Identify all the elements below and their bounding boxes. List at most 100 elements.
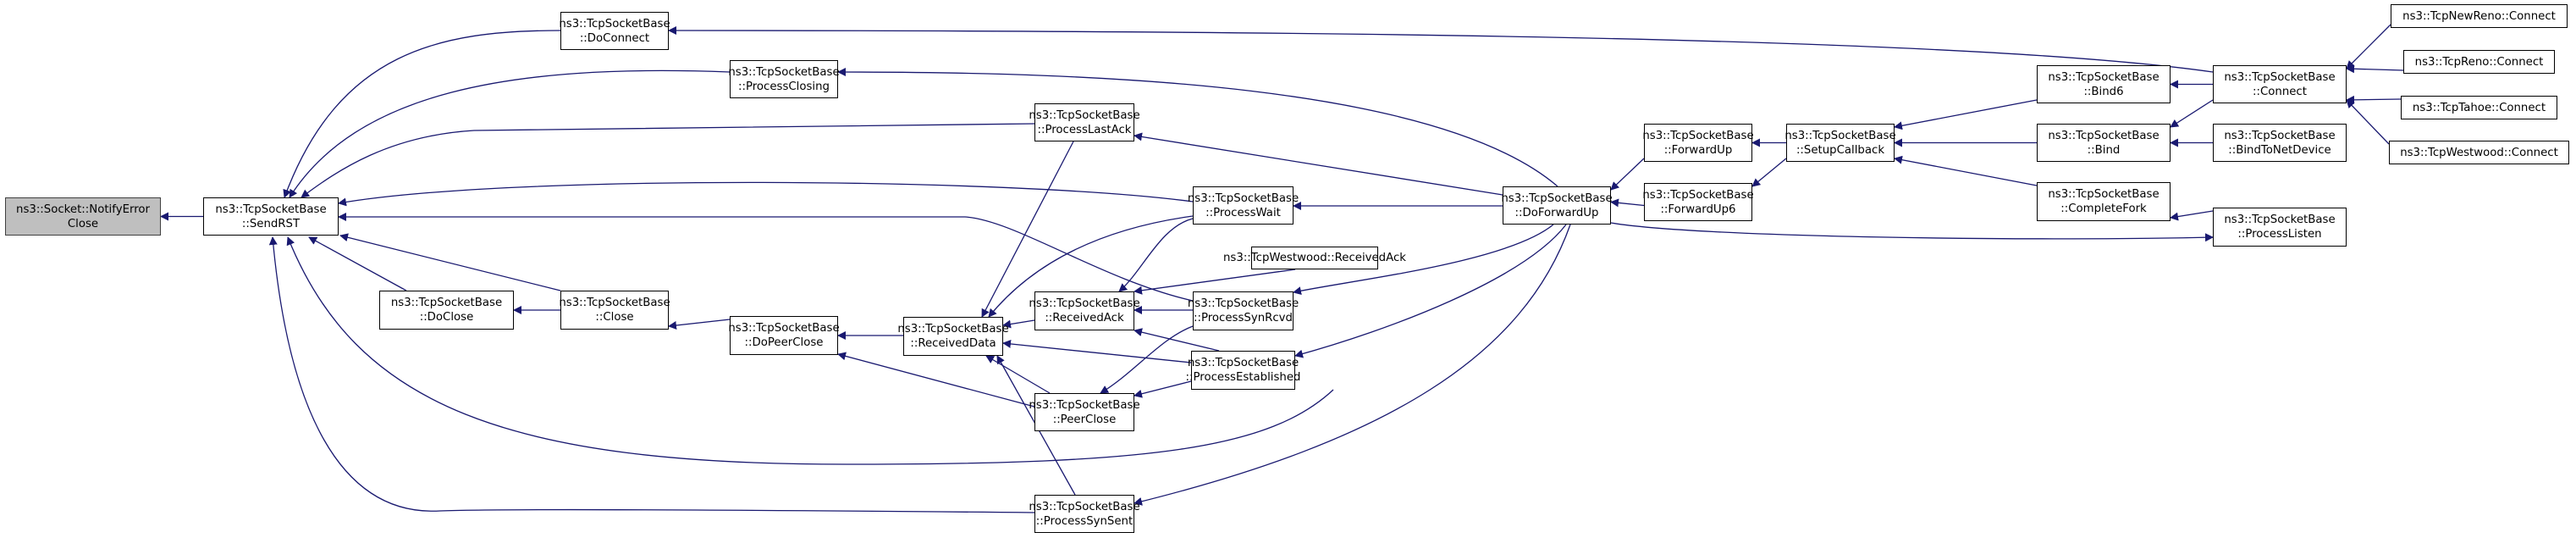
node-label-line: ns3::TcpWestwood::ReceivedAck — [1223, 252, 1406, 264]
graph-node-forward-up6[interactable]: ns3::TcpSocketBase::ForwardUp6 — [1642, 183, 1754, 221]
call-edge-do-close-to-send-rst — [308, 236, 407, 291]
graph-node-received-data[interactable]: ns3::TcpSocketBase::ReceivedData — [897, 317, 1009, 356]
graph-node-bind-to-net-device[interactable]: ns3::TcpSocketBase::BindToNetDevice — [2213, 124, 2347, 162]
node-label-line: ::Connect — [2253, 85, 2307, 98]
call-edge-forward-up-to-do-forward-up — [1610, 158, 1645, 191]
call-edge-do-forward-up-to-process-listen — [1610, 222, 2214, 242]
call-edge-process-established-to-send-rst — [286, 236, 1334, 465]
graph-node-forward-up[interactable]: ns3::TcpSocketBase::ForwardUp — [1642, 124, 1754, 162]
node-label-line: ::ProcessSynSent — [1035, 514, 1134, 528]
node-label-line: ns3::TcpSocketBase — [897, 323, 1009, 336]
node-label-line: ns3::TcpNewReno::Connect — [2402, 9, 2556, 23]
graph-node-tahoe-connect[interactable]: ns3::TcpTahoe::Connect — [2401, 96, 2557, 119]
node-label-line: ::Bind6 — [2083, 85, 2124, 98]
call-edge-do-forward-up-to-process-syn-sent — [1134, 224, 1571, 506]
call-edge-process-wait-to-received-data — [988, 215, 1194, 318]
graph-node-setup-callback[interactable]: ns3::TcpSocketBase::SetupCallback — [1784, 124, 1896, 162]
graph-node-peer-close[interactable]: ns3::TcpSocketBase::PeerClose — [1029, 393, 1140, 431]
node-label-line: ns3::TcpSocketBase — [1029, 108, 1140, 122]
call-edge-do-forward-up-to-process-established — [1294, 224, 1567, 358]
node-label-line: ::ProcessListen — [2237, 228, 2322, 241]
graph-node-bind6[interactable]: ns3::TcpSocketBase::Bind6 — [2037, 65, 2171, 103]
graph-node-process-listen[interactable]: ns3::TcpSocketBase::ProcessListen — [2213, 208, 2347, 247]
node-label-line: ns3::TcpSocketBase — [2048, 129, 2160, 142]
node-label-line: ns3::TcpSocketBase — [2048, 188, 2160, 201]
node-label-line: ns3::TcpSocketBase — [2048, 70, 2160, 84]
graph-node-process-closing[interactable]: ns3::TcpSocketBase::ProcessClosing — [728, 60, 840, 98]
call-edge-process-established-to-received-data — [1002, 339, 1192, 363]
node-label-line: ::ReceivedAck — [1045, 312, 1124, 324]
node-label-line: ns3::TcpSocketBase — [559, 17, 670, 31]
node-label-line: ns3::TcpSocketBase — [1642, 188, 1754, 202]
node-label-line: ns3::TcpSocketBase — [1029, 500, 1140, 513]
graph-node-close[interactable]: ns3::TcpSocketBase::Close — [559, 291, 670, 330]
graph-node-reno-connect[interactable]: ns3::TcpReno::Connect — [2403, 50, 2555, 74]
node-label-line: ::ProcessClosing — [737, 80, 830, 93]
call-edge-westwood-connect-to-connect — [2346, 99, 2390, 145]
call-edge-close-to-send-rst — [339, 233, 561, 291]
node-label-line: ::ReceivedData — [910, 337, 996, 350]
graph-node-process-last-ack[interactable]: ns3::TcpSocketBase::ProcessLastAck — [1029, 103, 1140, 141]
graph-node-process-syn-rcvd[interactable]: ns3::TcpSocketBase::ProcessSynRcvd — [1188, 291, 1299, 330]
node-label-line: ns3::TcpSocketBase — [215, 202, 327, 216]
node-label-line: ns3::TcpSocketBase — [1187, 191, 1299, 205]
node-label-line: ::ProcessLastAck — [1037, 123, 1132, 136]
graph-node-received-ack[interactable]: ns3::TcpSocketBase::ReceivedAck — [1029, 291, 1140, 330]
call-edge-reno-connect-to-connect — [2346, 64, 2404, 74]
node-label-line: ns3::TcpReno::Connect — [2414, 55, 2544, 69]
node-label-line: ns3::TcpWestwood::Connect — [2400, 146, 2558, 159]
node-label-line: ::Close — [595, 311, 634, 324]
graph-node-connect[interactable]: ns3::TcpSocketBase::Connect — [2213, 65, 2347, 103]
graph-node-send-rst[interactable]: ns3::TcpSocketBase::SendRST — [203, 197, 339, 236]
call-edge-process-syn-rcvd-to-send-rst — [338, 213, 1194, 302]
call-edge-process-wait-to-received-ack — [1118, 218, 1194, 292]
node-label-line: ns3::TcpSocketBase — [2224, 214, 2336, 226]
graph-node-do-connect[interactable]: ns3::TcpSocketBase::DoConnect — [559, 12, 670, 50]
call-edge-process-syn-sent-to-send-rst — [268, 236, 1035, 513]
node-label-line: ::ForwardUp6 — [1660, 202, 1736, 216]
graph-node-do-close[interactable]: ns3::TcpSocketBase::DoClose — [379, 291, 514, 330]
graph-node-complete-fork[interactable]: ns3::TcpSocketBase::CompleteFork — [2037, 182, 2171, 221]
node-label-line: ns3::TcpSocketBase — [728, 322, 840, 335]
node-label-line: ns3::TcpSocketBase — [728, 65, 840, 79]
call-edge-complete-fork-to-setup-callback — [1894, 155, 2038, 186]
call-edge-do-forward-up-to-process-last-ack — [1134, 132, 1503, 196]
graph-node-westwood-received-ack[interactable]: ns3::TcpWestwood::ReceivedAck — [1223, 247, 1406, 269]
call-edge-received-ack-to-received-data — [1002, 319, 1035, 329]
node-label-line: ns3::TcpSocketBase — [2224, 129, 2336, 142]
node-label-line: ::ProcessSynRcvd — [1194, 312, 1293, 324]
node-label-line: ::DoForwardUp — [1514, 206, 1599, 219]
call-edge-do-forward-up-to-process-closing — [837, 68, 1558, 187]
node-label-line: ns3::TcpSocketBase — [390, 297, 503, 309]
call-edge-connect-to-bind — [2170, 99, 2214, 128]
call-edge-process-last-ack-to-send-rst — [301, 123, 1035, 198]
node-label-line: ns3::TcpSocketBase — [559, 297, 670, 309]
graph-node-do-forward-up[interactable]: ns3::TcpSocketBase::DoForwardUp — [1501, 186, 1613, 225]
graph-node-process-established[interactable]: ns3::TcpSocketBase::ProcessEstablished — [1186, 351, 1300, 390]
call-edge-westwood-received-ack-to-received-ack — [1134, 269, 1296, 295]
graph-node-process-wait[interactable]: ns3::TcpSocketBase::ProcessWait — [1188, 186, 1299, 225]
call-edge-do-forward-up-to-process-syn-rcvd — [1293, 224, 1554, 296]
graph-node-westwood-connect[interactable]: ns3::TcpWestwood::Connect — [2389, 141, 2569, 164]
call-edge-process-closing-to-send-rst — [289, 69, 731, 198]
node-label-line: ns3::TcpSocketBase — [1501, 191, 1613, 205]
call-edge-process-syn-rcvd-to-peer-close — [1100, 325, 1194, 394]
call-edge-bind6-to-setup-callback — [1894, 99, 2038, 130]
call-edge-setup-callback-to-forward-up6 — [1751, 158, 1787, 187]
node-label-line: ::ForwardUp — [1663, 143, 1733, 157]
node-label-line: ::DoPeerClose — [744, 336, 824, 349]
node-label-line: ::ProcessEstablished — [1185, 371, 1301, 384]
node-label-line: ns3::TcpTahoe::Connect — [2412, 101, 2546, 114]
graph-node-newreno-connect[interactable]: ns3::TcpNewReno::Connect — [2391, 4, 2568, 28]
node-label-line: ns3::TcpSocketBase — [1784, 129, 1896, 142]
graph-node-bind[interactable]: ns3::TcpSocketBase::Bind — [2037, 124, 2171, 162]
graph-node-process-syn-sent[interactable]: ns3::TcpSocketBase::ProcessSynSent — [1029, 495, 1140, 533]
call-edge-newreno-connect-to-connect — [2346, 24, 2391, 69]
call-edge-process-last-ack-to-received-data — [981, 141, 1074, 318]
call-edge-process-established-to-peer-close — [1134, 380, 1192, 398]
call-edge-peer-close-to-received-data — [985, 355, 1051, 394]
graph-node-do-peer-close[interactable]: ns3::TcpSocketBase::DoPeerClose — [728, 316, 840, 355]
node-label-line: ns3::TcpSocketBase — [1029, 297, 1140, 310]
